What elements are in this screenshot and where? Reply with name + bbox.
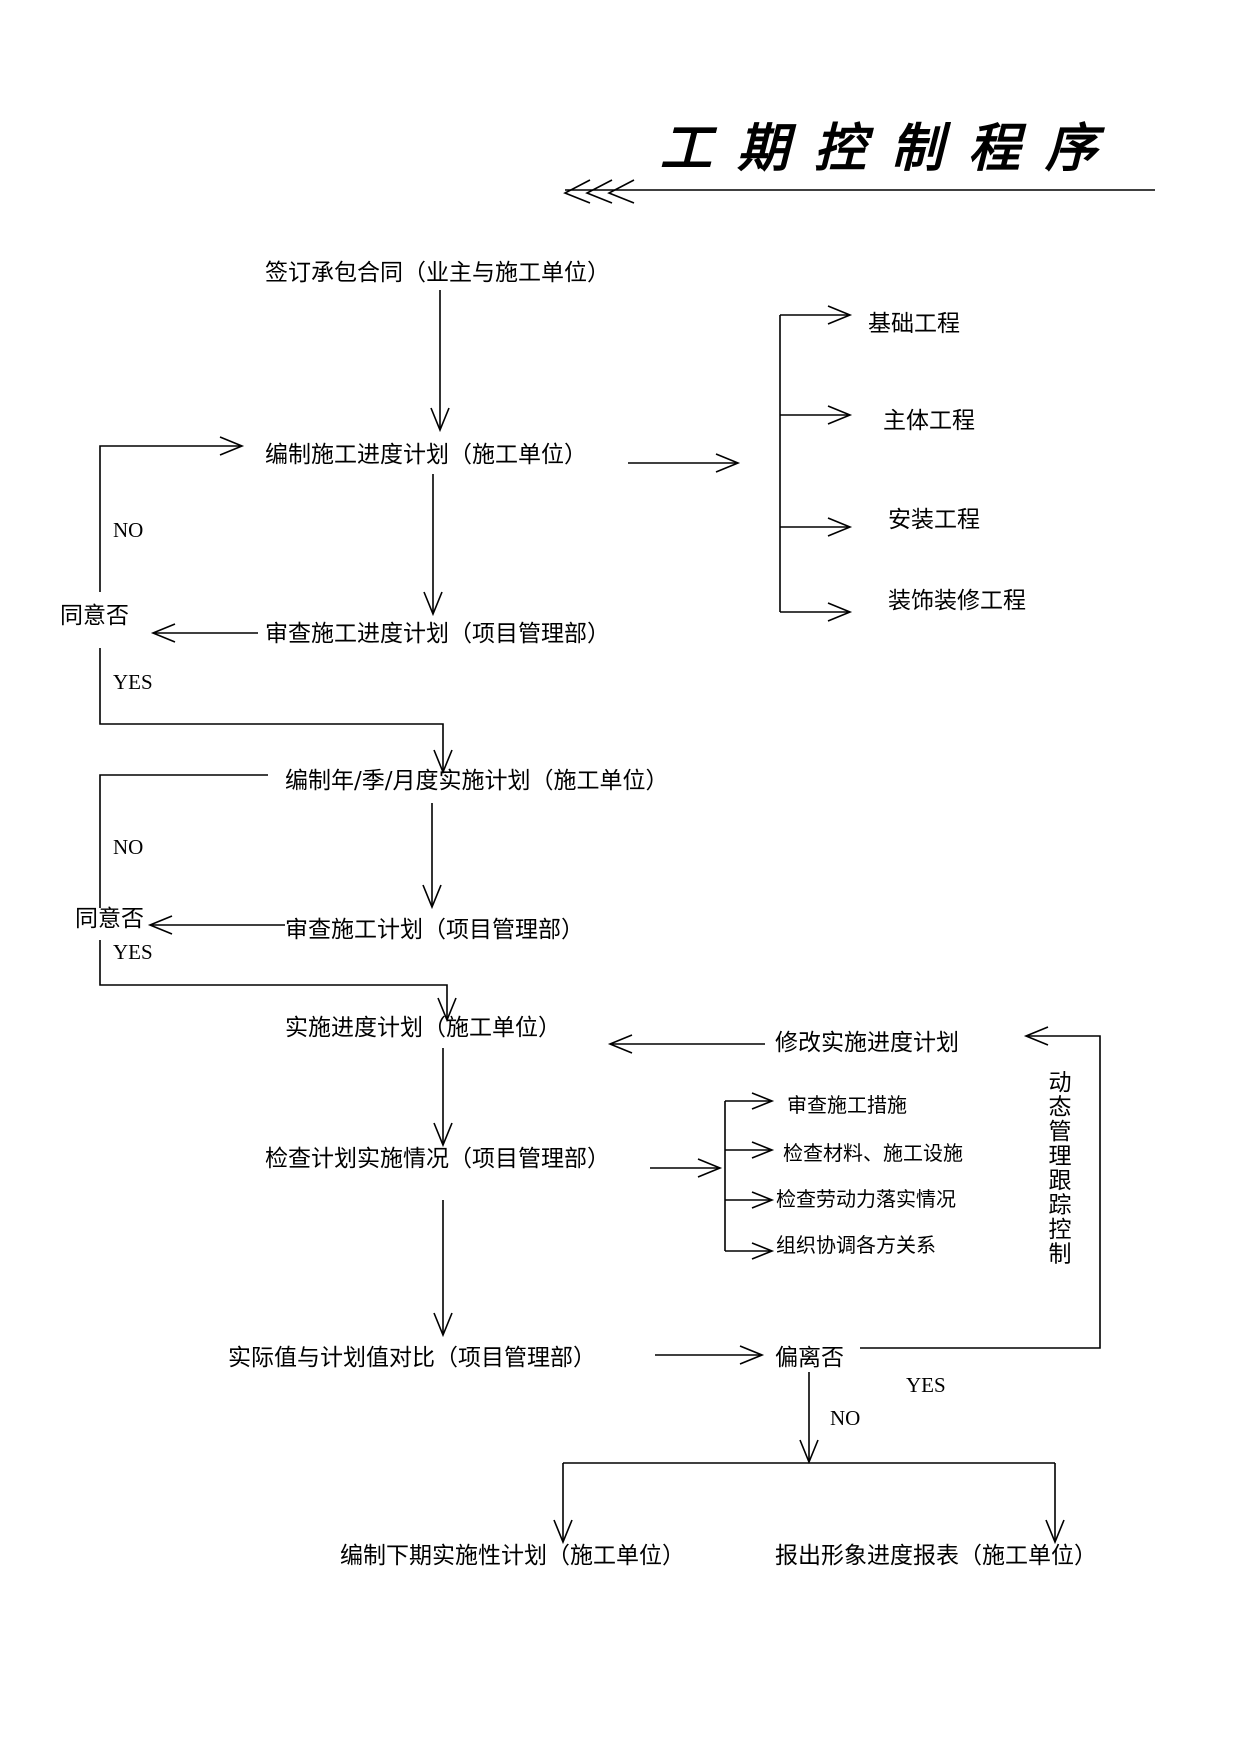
- connector-agree-1-yes: [99, 648, 444, 770]
- title-char-3: 控: [814, 118, 874, 179]
- vertical-label-char: 态: [1049, 1095, 1072, 1121]
- branch-work-main-structure: 主体工程: [883, 408, 975, 434]
- node-agree-2: 同意否: [75, 906, 144, 932]
- arrowhead: [219, 436, 245, 456]
- title-char-5: 程: [968, 118, 1027, 179]
- arrowhead: [607, 1034, 633, 1054]
- node-compare-actual: 实际值与计划值对比（项目管理部）: [228, 1345, 596, 1371]
- arrowhead: [827, 305, 853, 325]
- label-yes-1: YES: [113, 670, 153, 694]
- title: 工 期 控 制 程 序: [660, 118, 1105, 179]
- arrowhead: [751, 1242, 775, 1260]
- vertical-label-char: 跟: [1049, 1168, 1072, 1194]
- node-check-implementation: 检查计划实施情况（项目管理部）: [265, 1146, 610, 1172]
- branch-check-coordination: 组织协调各方关系: [776, 1233, 936, 1257]
- node-implement-schedule: 实施进度计划（施工单位）: [285, 1015, 561, 1041]
- node-sign-contract: 签订承包合同（业主与施工单位）: [265, 260, 610, 286]
- arrowhead: [433, 1312, 453, 1338]
- vertical-label-char: 制: [1049, 1242, 1072, 1268]
- arrowhead: [433, 1122, 453, 1148]
- connector-deviation-yes-loop: [860, 1035, 1101, 1349]
- connector-agree-2-no-loop: [99, 774, 268, 908]
- arrowhead: [423, 591, 443, 617]
- label-yes-3: YES: [906, 1373, 946, 1397]
- label-no-1: NO: [113, 518, 143, 542]
- branch-check-materials: 检查材料、施工设施: [783, 1141, 963, 1165]
- vertical-label-char: 理: [1049, 1144, 1072, 1170]
- arrowhead: [430, 407, 450, 433]
- arrowhead: [422, 884, 442, 910]
- arrowhead: [751, 1141, 775, 1159]
- node-deviation: 偏离否: [775, 1345, 844, 1371]
- title-char-4: 制: [891, 118, 952, 179]
- arrowhead: [150, 623, 176, 643]
- branch-check-measures: 审查施工措施: [787, 1093, 907, 1117]
- node-modify-schedule: 修改实施进度计划: [775, 1030, 959, 1056]
- branch-work-decoration: 装饰装修工程: [888, 588, 1026, 614]
- arrowhead: [697, 1158, 723, 1178]
- arrowhead: [799, 1439, 819, 1465]
- title-chevron-3: [607, 179, 635, 204]
- node-progress-report: 报出形象进度报表（施工单位）: [775, 1543, 1097, 1569]
- branch-work-foundation: 基础工程: [868, 311, 960, 337]
- arrowhead: [433, 749, 453, 775]
- vertical-label-char: 管: [1049, 1119, 1072, 1145]
- arrowhead: [147, 915, 173, 935]
- arrowhead: [437, 997, 457, 1023]
- label-no-2: NO: [113, 835, 143, 859]
- arrowhead: [827, 602, 853, 622]
- arrowhead: [827, 517, 853, 537]
- arrowhead: [1023, 1026, 1049, 1046]
- label-no-3: NO: [830, 1406, 860, 1430]
- title-chevron-1: [563, 179, 591, 204]
- node-compile-schedule: 编制施工进度计划（施工单位）: [265, 442, 587, 468]
- branch-work-installation: 安装工程: [888, 507, 980, 533]
- node-review-construction-plan: 审查施工计划（项目管理部）: [285, 917, 584, 943]
- arrowhead: [751, 1092, 775, 1110]
- node-next-period-plan: 编制下期实施性计划（施工单位）: [340, 1543, 685, 1569]
- node-compile-periodic-plan: 编制年/季/月度实施计划（施工单位）: [285, 768, 669, 794]
- title-char-1: 工: [660, 118, 718, 179]
- label-yes-2: YES: [113, 940, 153, 964]
- connector-agree-2-yes: [99, 940, 448, 1018]
- vertical-label-char: 动: [1049, 1070, 1072, 1096]
- vertical-label-char: 控: [1049, 1217, 1072, 1243]
- arrowhead: [715, 453, 741, 473]
- arrowhead: [553, 1519, 573, 1545]
- node-agree-1: 同意否: [60, 603, 129, 629]
- arrowhead: [739, 1345, 765, 1365]
- arrowhead: [751, 1191, 775, 1209]
- arrowhead: [827, 405, 853, 425]
- title-char-2: 期: [737, 118, 797, 179]
- node-review-schedule: 审查施工进度计划（项目管理部）: [265, 621, 610, 647]
- arrowhead: [1045, 1519, 1065, 1545]
- connector-agree-1-no-loop: [99, 445, 240, 592]
- title-chevron-2: [585, 179, 613, 204]
- title-char-6: 序: [1044, 118, 1105, 179]
- vertical-label-char: 踪: [1049, 1193, 1072, 1219]
- branch-check-labor: 检查劳动力落实情况: [776, 1187, 956, 1211]
